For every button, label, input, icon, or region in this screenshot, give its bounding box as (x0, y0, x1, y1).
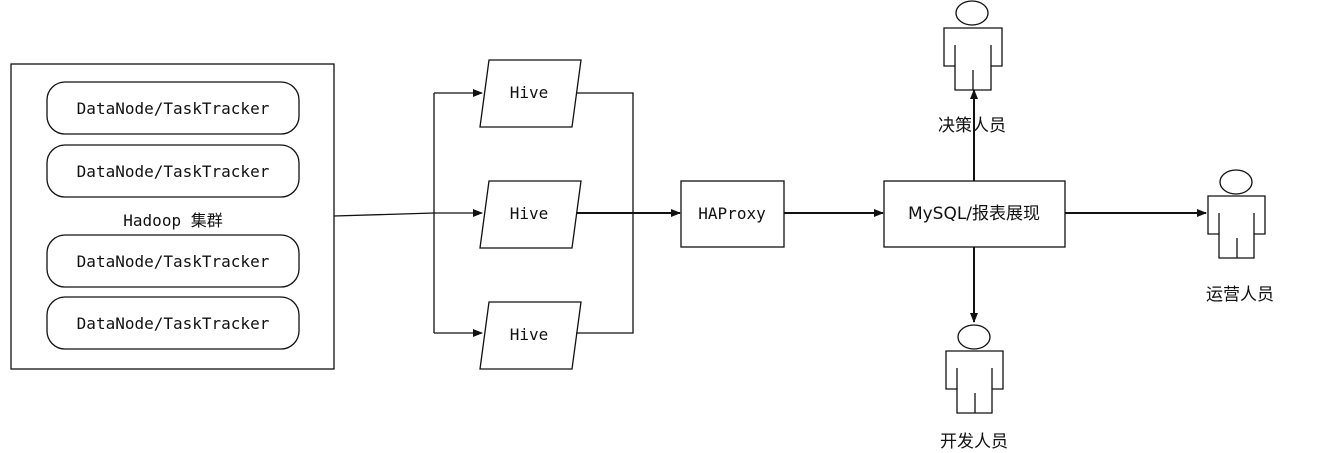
haproxy-box: HAProxy (680, 180, 785, 248)
hive-label: Hive (510, 325, 549, 344)
cluster-to-hive-connector (333, 212, 435, 217)
datanode-3: DataNode/TaskTracker (46, 234, 300, 288)
person-icon-decision (943, 0, 1003, 91)
datanode-label: DataNode/TaskTracker (77, 314, 270, 333)
hive-label: Hive (510, 204, 549, 223)
hive-node-2: Hive (479, 180, 582, 249)
datanode-label: DataNode/TaskTracker (77, 162, 270, 181)
decision-makers-label: 决策人员 (938, 116, 1006, 136)
developers-label: 开发人员 (940, 432, 1008, 452)
datanode-4: DataNode/TaskTracker (46, 296, 300, 350)
cluster-label: Hadoop 集群 (123, 211, 222, 230)
operations-label: 运营人员 (1206, 285, 1274, 305)
person-icon-development (945, 324, 1004, 414)
datanode-2: DataNode/TaskTracker (46, 144, 300, 198)
haproxy-label: HAProxy (698, 204, 766, 223)
hive-node-3: Hive (479, 301, 582, 370)
datanode-label: DataNode/TaskTracker (77, 252, 270, 271)
datanode-label: DataNode/TaskTracker (77, 99, 270, 118)
mysql-report-box: MySQL/报表展现 (883, 180, 1066, 248)
datanode-1: DataNode/TaskTracker (46, 81, 300, 135)
hive-label: Hive (510, 83, 549, 102)
mysql-label: MySQL/报表展现 (908, 204, 1040, 224)
person-icon-operations (1207, 169, 1266, 259)
hive-node-1: Hive (479, 59, 582, 128)
hadoop-cluster: DataNode/TaskTracker DataNode/TaskTracke… (10, 63, 335, 370)
